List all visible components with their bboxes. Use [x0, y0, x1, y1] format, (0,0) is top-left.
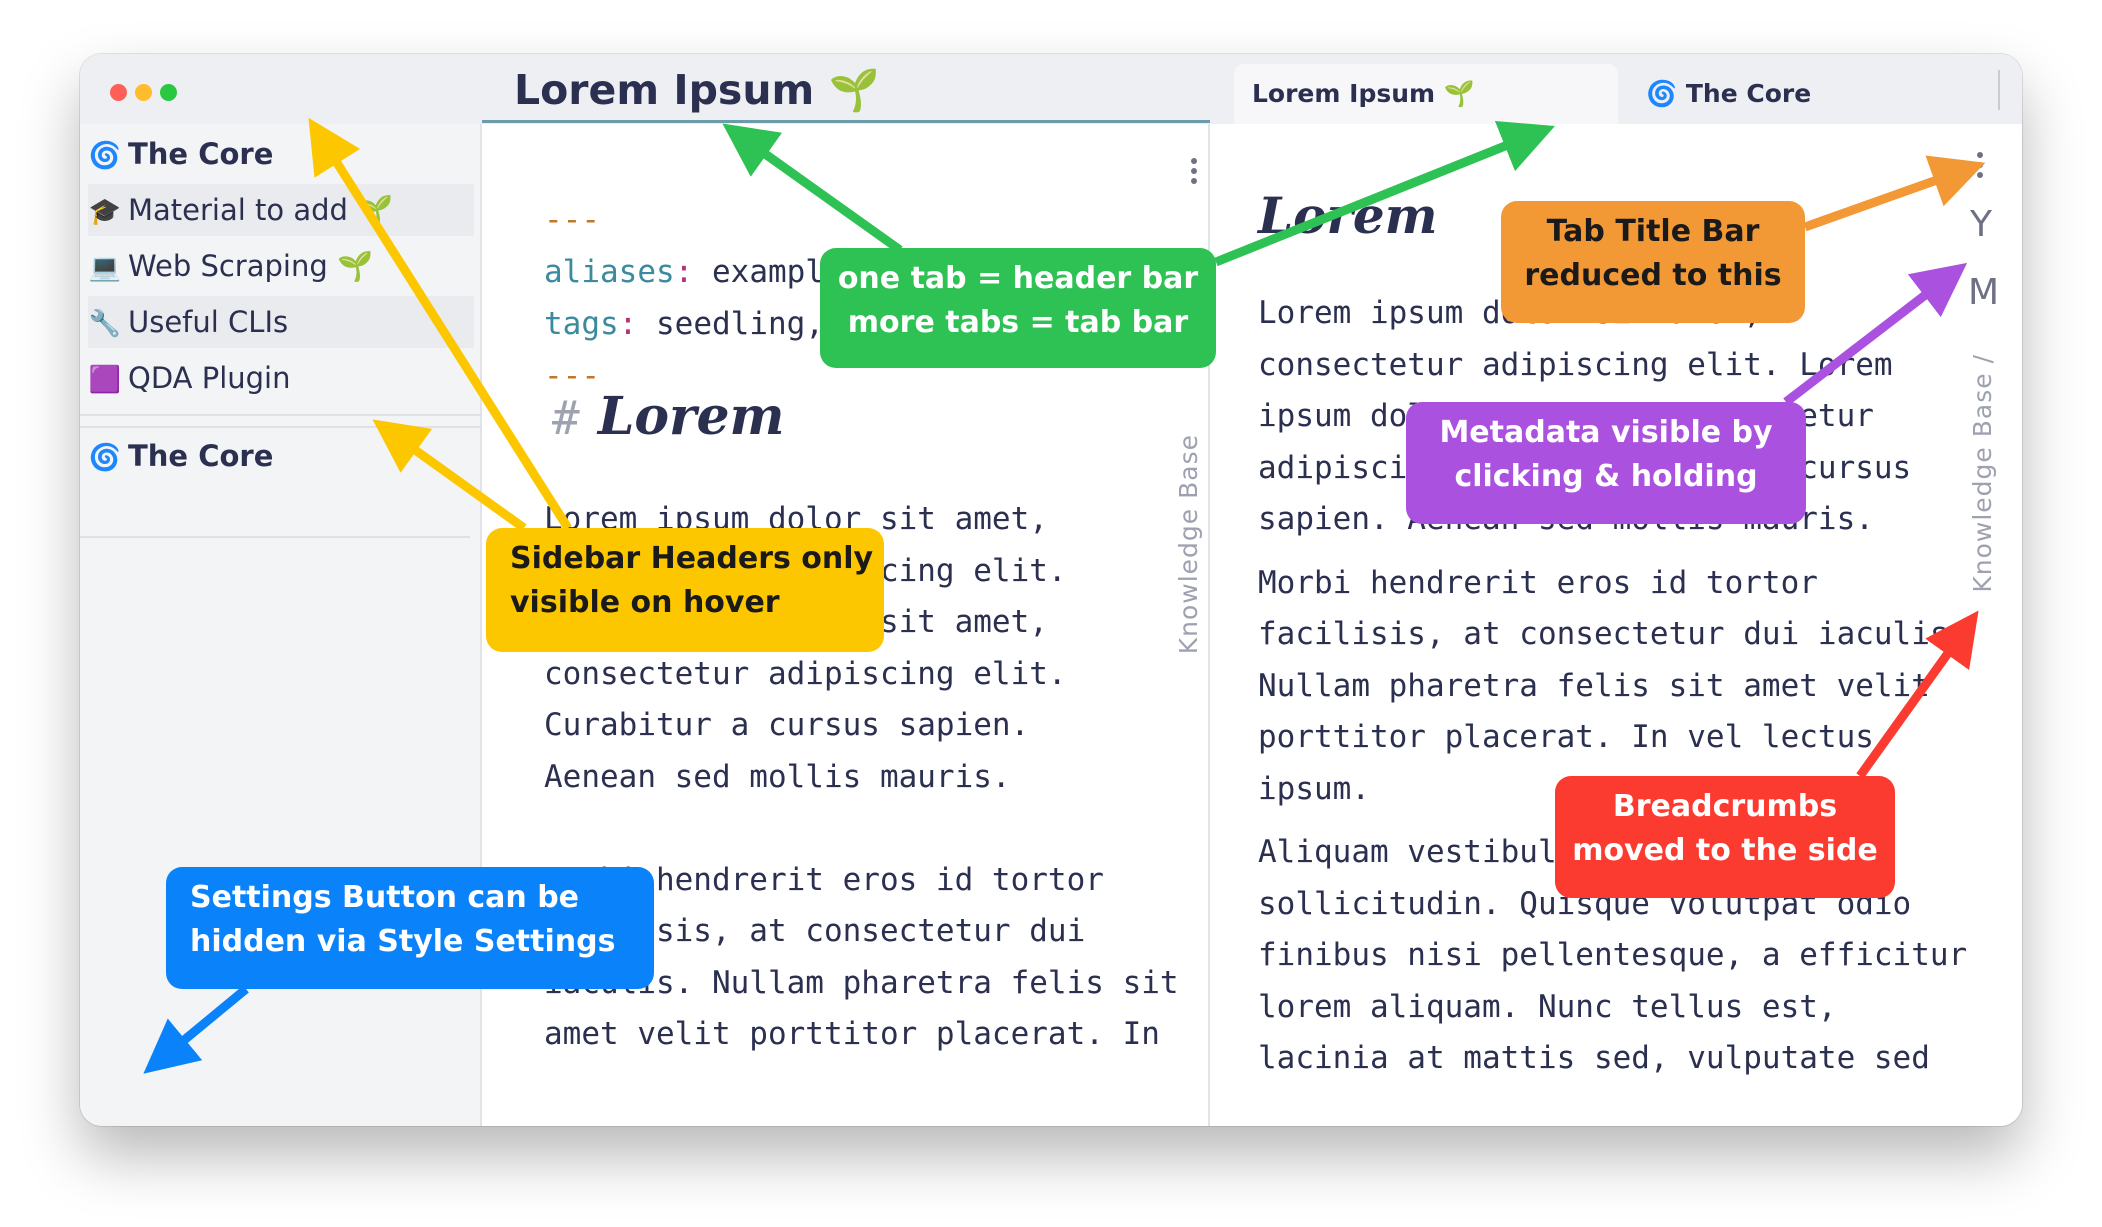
note-heading: Lorem: [1258, 186, 1438, 245]
tab-label: The Core: [1685, 79, 1812, 108]
callout-line: Breadcrumbs: [1612, 789, 1838, 824]
laptop-icon: 💻: [88, 253, 122, 283]
metadata-letter[interactable]: M: [1968, 272, 2000, 313]
frontmatter-aliases: aliases: exampl: [544, 246, 824, 298]
spiral-icon: 🌀: [88, 443, 122, 473]
sidebar-item-label: Material to add 🌱: [128, 193, 394, 227]
more-options-icon[interactable]: [1184, 154, 1204, 194]
heading-hash: #: [552, 391, 580, 445]
frontmatter-tags: tags: seedling,: [544, 298, 824, 350]
aliases-key: aliases: [544, 254, 675, 290]
body-line: lacinia at mattis sed, vulputate sed: [1258, 1040, 1930, 1076]
sidebar-section-the-core[interactable]: 🌀The Core: [88, 430, 474, 482]
graduation-cap-icon: 🎓: [88, 197, 122, 227]
callout-line: clicking & holding: [1454, 459, 1758, 494]
body-line: Morbi hendrerit eros id tortor: [1258, 564, 1818, 601]
close-window-button[interactable]: [110, 84, 127, 101]
sidebar-item-useful-clis[interactable]: 🔧Useful CLIs: [88, 296, 474, 348]
callout-tab-header: one tab = header bar more tabs = tab bar: [820, 248, 1216, 368]
callout-settings-button: Settings Button can be hidden via Style …: [166, 867, 654, 989]
callout-line: visible on hover: [510, 585, 780, 620]
blank-line: [544, 803, 1179, 855]
callout-line: moved to the side: [1572, 833, 1878, 868]
title-bar: Lorem Ipsum 🌱 Lorem Ipsum 🌱 🌀 The Core: [80, 54, 2022, 124]
body-line: Curabitur a cursus sapien.: [544, 707, 1030, 743]
tab-the-core[interactable]: 🌀 The Core: [1628, 64, 1968, 124]
frontmatter-block: --- aliases: exampl tags: seedling, ---: [544, 194, 824, 402]
spiral-icon: 🌀: [1646, 79, 1678, 108]
body-line: lorem aliquam. Nunc tellus est,: [1258, 988, 1837, 1025]
wrench-icon: 🔧: [88, 309, 122, 339]
callout-line: Metadata visible by: [1439, 415, 1773, 450]
body-line: Aenean sed mollis mauris.: [544, 758, 1011, 795]
callout-line: hidden via Style Settings: [190, 924, 616, 959]
spiral-icon: 🌀: [88, 141, 122, 171]
body-line: amet velit porttitor placerat. In: [544, 1016, 1160, 1052]
heading-text: Lorem: [597, 386, 785, 447]
minimize-window-button[interactable]: [135, 84, 152, 101]
zoom-window-button[interactable]: [160, 84, 177, 101]
tab-lorem-ipsum[interactable]: Lorem Ipsum 🌱: [1234, 64, 1618, 124]
body-line: facilisis, at consectetur dui iaculis.: [1258, 616, 1968, 652]
callout-line: Settings Button can be: [190, 880, 580, 915]
callout-sidebar-headers: Sidebar Headers only visible on hover: [486, 528, 884, 652]
callout-line: more tabs = tab bar: [847, 305, 1189, 340]
tags-key: tags: [544, 306, 619, 342]
sidebar-item-material-to-add[interactable]: 🎓Material to add 🌱: [88, 184, 474, 236]
sidebar-item-the-core[interactable]: 🌀The Core: [88, 128, 474, 180]
body-line: consectetur adipiscing elit. Lorem: [1258, 346, 1893, 383]
tab-divider: [1998, 70, 2000, 110]
sidebar-divider: [80, 536, 470, 538]
metadata-letter[interactable]: Y: [1970, 204, 1992, 245]
paragraph-gap: [1258, 546, 1967, 558]
body-line: consectetur adipiscing elit.: [544, 655, 1067, 692]
more-options-icon[interactable]: [1970, 148, 1990, 188]
body-line: ipsum.: [1258, 770, 1370, 807]
sidebar-item-label: QDA Plugin: [128, 361, 291, 395]
frontmatter-dashes: ---: [544, 202, 600, 238]
sidebar-divider: [80, 426, 482, 428]
purple-square-icon: 🟪: [88, 365, 122, 395]
sidebar-item-qda-plugin[interactable]: 🟪QDA Plugin: [88, 352, 474, 404]
callout-tab-title-bar: Tab Title Bar reduced to this: [1501, 201, 1805, 323]
sidebar-item-label: The Core: [128, 137, 274, 171]
callout-line: reduced to this: [1524, 258, 1782, 293]
callout-line: Sidebar Headers only: [510, 541, 874, 576]
sidebar-item-label: Useful CLIs: [128, 305, 289, 339]
sidebar-section-label: The Core: [128, 439, 274, 473]
note-heading: # Lorem: [552, 386, 785, 447]
header-title: Lorem Ipsum 🌱: [514, 66, 880, 114]
sidebar-divider: [80, 414, 482, 416]
sidebar-item-label: Web Scraping 🌱: [128, 249, 374, 283]
callout-line: Tab Title Bar: [1546, 214, 1760, 249]
sidebar-item-web-scraping[interactable]: 💻Web Scraping 🌱: [88, 240, 474, 292]
body-line: finibus nisi pellentesque, a efficitur: [1258, 937, 1968, 973]
callout-metadata: Metadata visible by clicking & holding: [1406, 402, 1806, 524]
aliases-value: exampl: [693, 254, 824, 290]
body-line: Nullam pharetra felis sit amet velit: [1258, 667, 1930, 704]
breadcrumb[interactable]: Knowledge Base: [1174, 434, 1203, 655]
colon: :: [674, 254, 694, 290]
callout-breadcrumbs: Breadcrumbs moved to the side: [1555, 776, 1895, 898]
header-underline: [482, 120, 1210, 123]
breadcrumb[interactable]: Knowledge Base /: [1968, 354, 1997, 593]
tags-value: seedling,: [637, 306, 824, 342]
body-line: porttitor placerat. In vel lectus: [1258, 719, 1874, 755]
colon: :: [618, 306, 638, 342]
callout-line: one tab = header bar: [837, 261, 1199, 296]
